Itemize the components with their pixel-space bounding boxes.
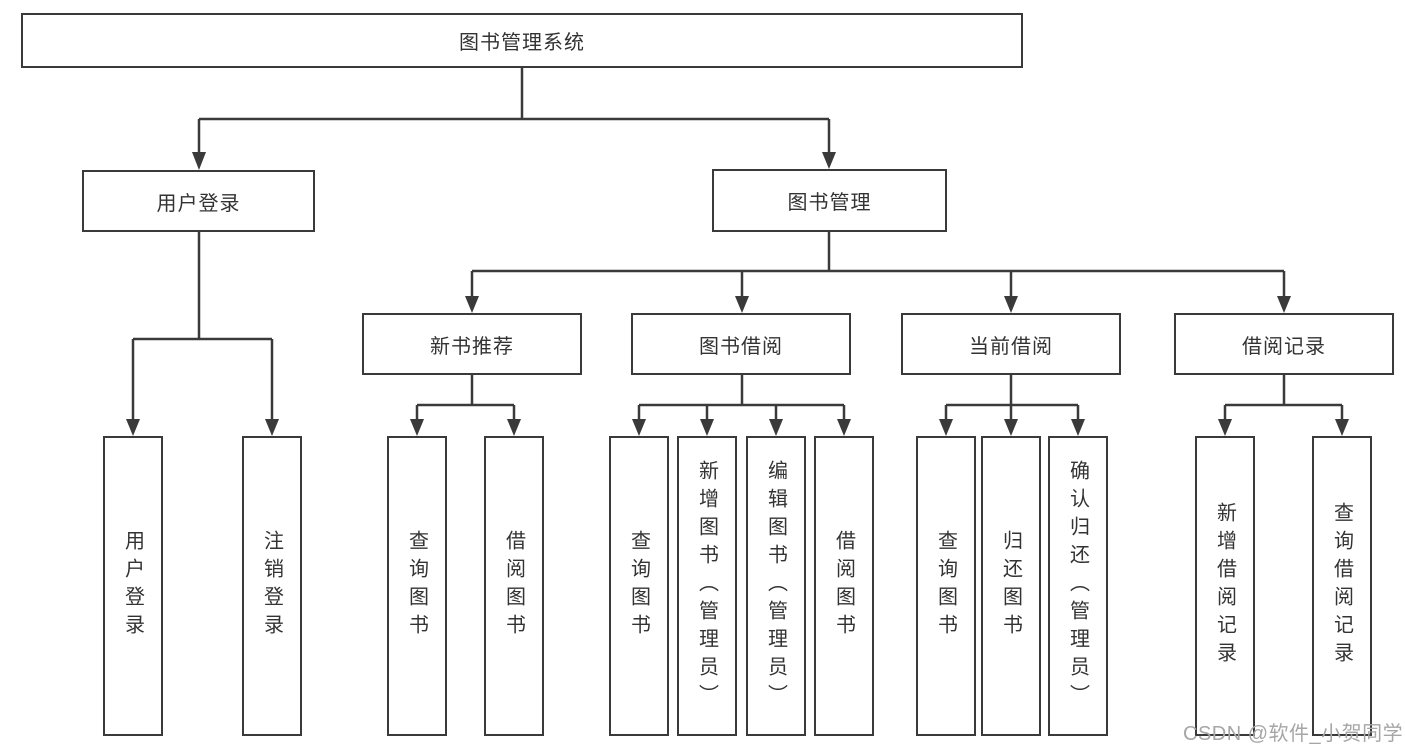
arrowheads (126, 152, 1349, 436)
leaf-borrow-book: 借阅图书 (814, 436, 874, 736)
node-new-book-recommendation: 新书推荐 (362, 313, 582, 375)
node-current-borrowing: 当前借阅 (901, 313, 1121, 375)
csdn-watermark: CSDN @软件_小贺同学 (1183, 723, 1404, 745)
leaf-logout: 注销登录 (242, 436, 302, 736)
leaf-add-borrow-record: 新增借阅记录 (1195, 436, 1255, 736)
leaf-query-borrow-record: 查询借阅记录 (1312, 436, 1372, 736)
node-book-borrowing: 图书借阅 (631, 313, 851, 375)
leaf-query-book-recommend: 查询图书 (387, 436, 447, 736)
leaf-confirm-return-admin: 确认归还（管理员） (1048, 436, 1108, 736)
leaf-return-book: 归还图书 (981, 436, 1041, 736)
leaf-add-book-admin: 新增图书（管理员） (677, 436, 737, 736)
leaf-edit-book-admin: 编辑图书（管理员） (746, 436, 806, 736)
leaf-user-login: 用户登录 (103, 436, 163, 736)
edge-lines (131, 68, 1344, 421)
leaf-borrow-book-recommend: 借阅图书 (484, 436, 544, 736)
leaf-query-book-borrow: 查询图书 (609, 436, 669, 736)
node-user-login: 用户登录 (82, 170, 315, 232)
leaf-query-book-current: 查询图书 (916, 436, 976, 736)
node-borrowing-records: 借阅记录 (1174, 313, 1394, 375)
node-root: 图书管理系统 (21, 13, 1023, 68)
node-book-management: 图书管理 (712, 169, 947, 232)
